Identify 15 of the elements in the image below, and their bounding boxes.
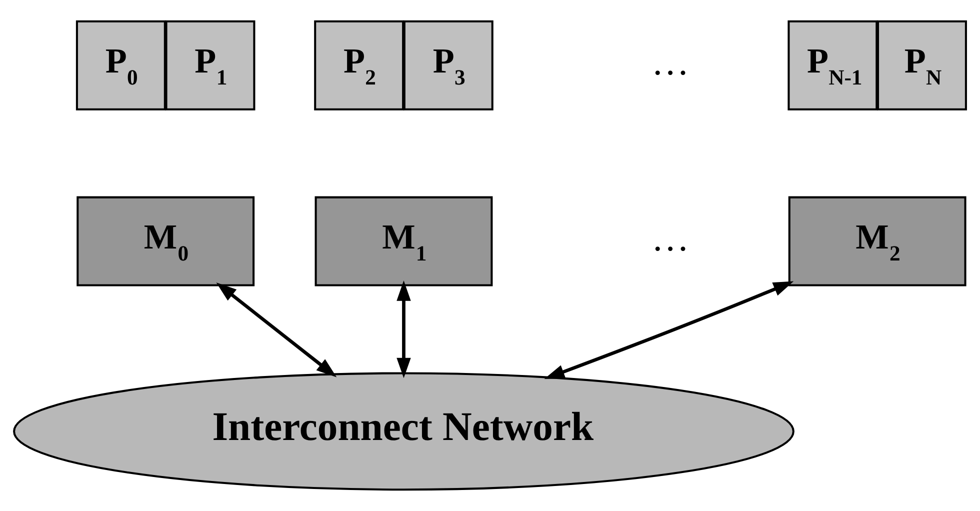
node-box: M$_{1}$ [314, 196, 493, 286]
label: … [651, 42, 690, 84]
arrow [216, 282, 337, 378]
node-box: P$_{N-1}$ [788, 20, 878, 110]
node-box: P$_{0}$ [76, 20, 166, 110]
node-box: M$_{0}$ [76, 196, 255, 286]
node-box: P$_{1}$ [165, 20, 256, 110]
arrow [544, 281, 794, 380]
node-box: M$_{2}$ [788, 196, 966, 286]
node-box: P$_{2}$ [314, 20, 404, 110]
arrow [396, 280, 411, 378]
node-box: P$_{N}$ [877, 20, 967, 110]
node-box: P$_{3}$ [403, 20, 494, 110]
node-ellipse: Interconnect Network [13, 372, 794, 491]
label: … [651, 218, 690, 260]
